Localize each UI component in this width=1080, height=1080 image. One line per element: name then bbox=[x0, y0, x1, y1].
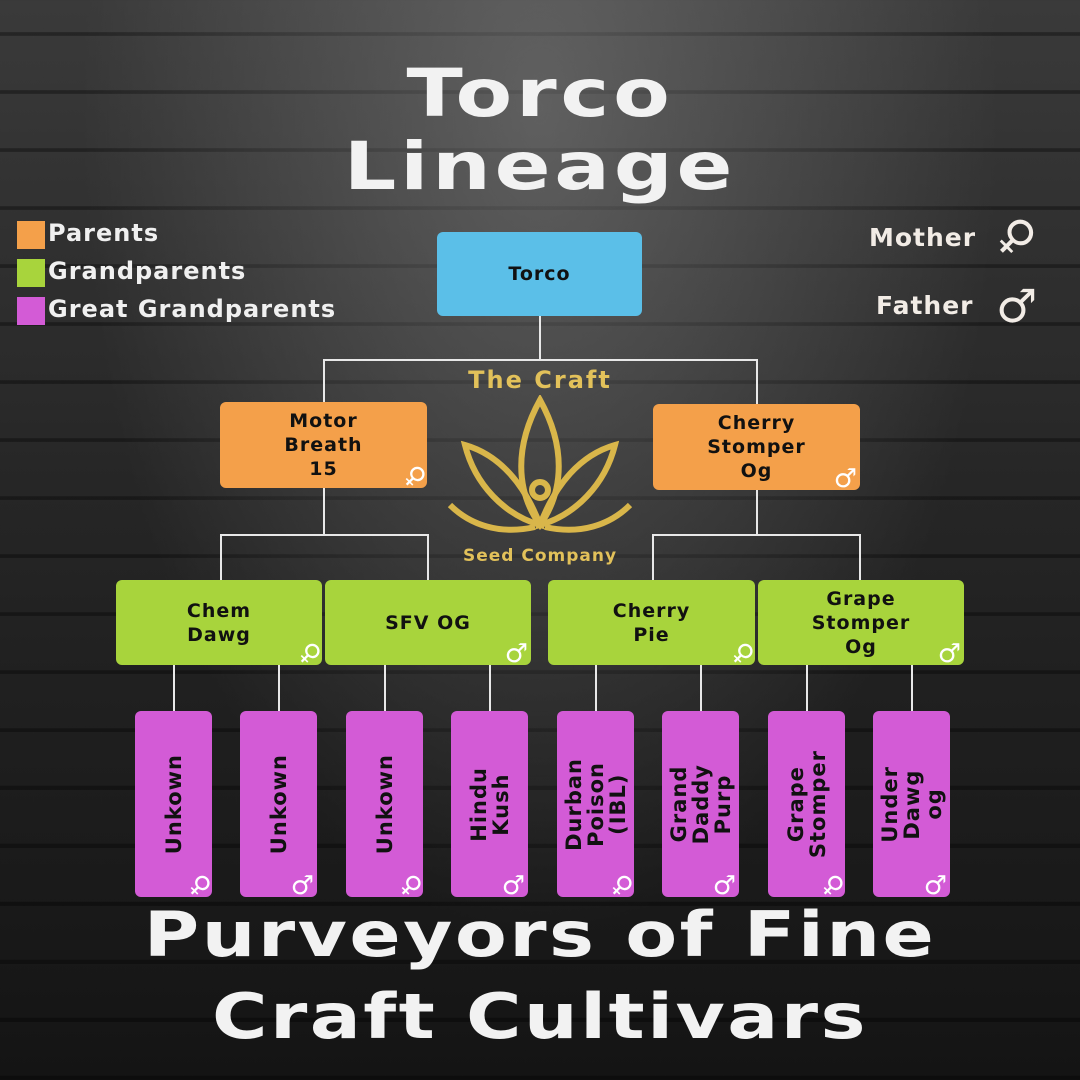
title-lineage: Lineage bbox=[343, 128, 737, 205]
node-grandparent: Chem Dawg ♀ bbox=[116, 580, 328, 672]
node-label: Unkown bbox=[372, 753, 397, 855]
node-label: Grand Daddy Purp bbox=[666, 763, 735, 845]
connector bbox=[323, 359, 325, 402]
legend-label-grandparents: Grandparents bbox=[48, 257, 247, 285]
male-symbol-icon: ♂ bbox=[833, 464, 858, 494]
connector bbox=[756, 359, 758, 404]
node-label: Unkown bbox=[161, 753, 186, 855]
female-symbol-icon: ♀ bbox=[604, 868, 640, 904]
connector bbox=[652, 534, 654, 580]
female-symbol-icon: ♀ bbox=[725, 636, 761, 672]
node-label: Hindu Kush bbox=[466, 766, 513, 842]
footer-line-1: Purveyors of Fine bbox=[143, 898, 937, 971]
connector bbox=[539, 316, 541, 360]
connector bbox=[323, 488, 325, 535]
node-label: Cherry Pie bbox=[612, 599, 691, 646]
node-label: Grape Stomper Og bbox=[811, 587, 911, 658]
male-symbol-icon: ♂ bbox=[290, 871, 315, 901]
node-label: Grape Stomper bbox=[783, 749, 830, 859]
node-great-grandparent: Durban Poison (IBL) ♀ bbox=[557, 711, 640, 904]
key-father-label: Father bbox=[876, 291, 974, 320]
connector bbox=[859, 534, 861, 580]
connector bbox=[756, 490, 758, 535]
node-label: Chem Dawg bbox=[186, 599, 252, 646]
connector bbox=[489, 665, 491, 711]
node-label: Unkown bbox=[266, 753, 291, 855]
node-grandparent: Grape Stomper Og ♂ bbox=[758, 580, 964, 669]
connector bbox=[220, 534, 429, 536]
connector bbox=[323, 359, 758, 361]
connector bbox=[384, 665, 386, 711]
node-label: Under Dawg og bbox=[877, 765, 946, 843]
male-symbol-icon: ♂ bbox=[996, 279, 1038, 333]
cannabis-leaf-logo-icon bbox=[447, 395, 633, 533]
connector bbox=[595, 665, 597, 711]
male-symbol-icon: ♂ bbox=[923, 871, 948, 901]
connector bbox=[911, 665, 913, 711]
node-great-grandparent: Unkown ♀ bbox=[346, 711, 429, 904]
connector bbox=[700, 665, 702, 711]
connector bbox=[220, 534, 222, 580]
connector bbox=[278, 665, 280, 711]
node-parent-father: Cherry Stomper Og ♂ bbox=[653, 404, 860, 494]
logo-bottom-text: Seed Company bbox=[462, 546, 618, 566]
node-label: Torco bbox=[508, 263, 571, 285]
connector bbox=[806, 665, 808, 711]
male-symbol-icon: ♂ bbox=[937, 639, 962, 669]
node-label: Motor Breath 15 bbox=[284, 410, 363, 480]
legend-label-parents: Parents bbox=[48, 219, 160, 247]
female-symbol-icon: ♀ bbox=[985, 204, 1048, 268]
female-symbol-icon: ♀ bbox=[292, 636, 328, 672]
node-great-grandparent: Unkown ♂ bbox=[240, 711, 317, 901]
node-parent-mother: Motor Breath 15 ♀ bbox=[220, 402, 433, 495]
node-root-torco: Torco bbox=[437, 232, 642, 316]
female-symbol-icon: ♀ bbox=[182, 868, 218, 904]
legend-swatch-grandparents bbox=[17, 259, 45, 287]
node-great-grandparent: Under Dawg og ♂ bbox=[873, 711, 950, 901]
footer-line-2: Craft Cultivars bbox=[212, 980, 868, 1053]
node-label: Cherry Stomper Og bbox=[707, 412, 806, 482]
legend-swatch-parents bbox=[17, 221, 45, 249]
title-torco: Torco bbox=[406, 55, 674, 132]
connector bbox=[427, 534, 429, 580]
male-symbol-icon: ♂ bbox=[712, 871, 737, 901]
node-great-grandparent: Grand Daddy Purp ♂ bbox=[662, 711, 739, 901]
male-symbol-icon: ♂ bbox=[501, 871, 526, 901]
node-great-grandparent: Unkown ♀ bbox=[135, 711, 218, 904]
node-label: Durban Poison (IBL) bbox=[561, 757, 630, 851]
male-symbol-icon: ♂ bbox=[504, 639, 529, 669]
female-symbol-icon: ♀ bbox=[815, 868, 851, 904]
node-label: SFV OG bbox=[385, 611, 471, 634]
logo-top-text: The Craft bbox=[468, 366, 612, 394]
legend-label-great-grandparents: Great Grandparents bbox=[48, 295, 337, 323]
female-symbol-icon: ♀ bbox=[397, 459, 433, 495]
node-great-grandparent: Grape Stomper ♀ bbox=[768, 711, 851, 904]
key-mother-label: Mother bbox=[869, 223, 977, 252]
connector bbox=[173, 665, 175, 711]
female-symbol-icon: ♀ bbox=[393, 868, 429, 904]
legend-swatch-great-grandparents bbox=[17, 297, 45, 325]
node-grandparent: SFV OG ♂ bbox=[325, 580, 531, 669]
node-great-grandparent: Hindu Kush ♂ bbox=[451, 711, 528, 901]
connector bbox=[652, 534, 861, 536]
node-grandparent: Cherry Pie ♀ bbox=[548, 580, 761, 672]
